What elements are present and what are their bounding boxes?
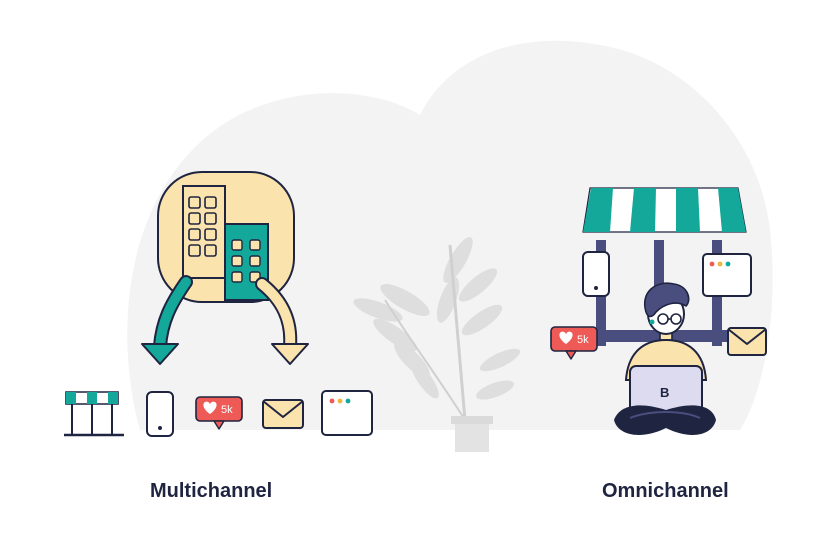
like-badge-icon: 5k [195,396,243,430]
curved-arrow-icon [141,275,193,365]
phone-icon [146,391,174,437]
like-count-label: 5k [577,334,589,346]
mail-icon [727,327,767,356]
mail-icon [262,399,304,429]
omnichannel-caption: Omnichannel [602,480,729,502]
store-awning-icon [64,391,124,437]
curved-arrow-icon [255,277,309,365]
like-count-label: 5k [221,404,233,416]
phone-icon [582,251,610,297]
person-with-laptop-icon: B [614,282,716,435]
browser-window-icon [702,253,752,297]
buildings-icon [157,171,295,303]
plant-icon [353,237,521,452]
browser-window-icon [321,390,373,436]
laptop-logo-label: B [660,385,669,400]
multichannel-caption: Multichannel [150,480,273,502]
like-badge-icon: 5k [550,326,598,360]
